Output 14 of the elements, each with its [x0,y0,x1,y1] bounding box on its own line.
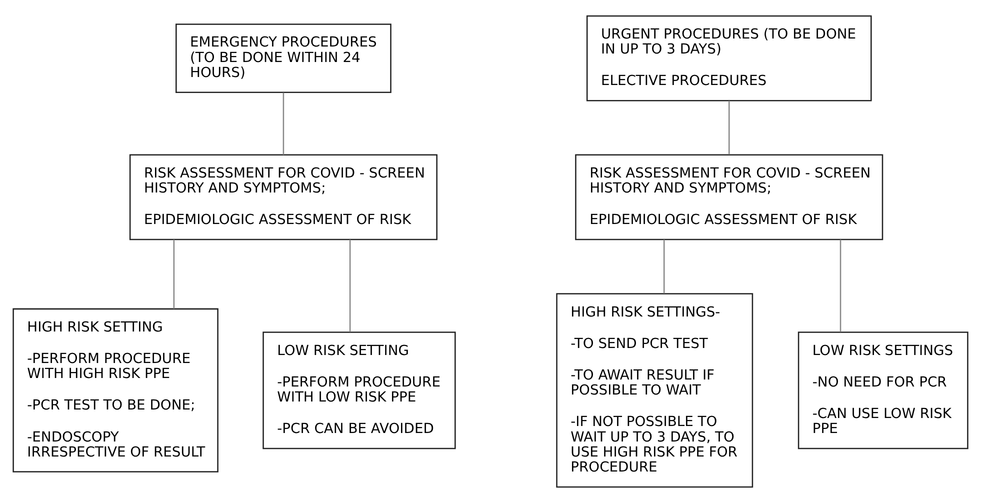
connector [663,239,665,293]
connector [840,239,842,332]
connector [728,100,730,154]
node-box: HIGH RISK SETTING -PERFORM PROCEDURE WITH HIGH RISK PPE -PCR TEST TO BE DONE; -ENDOSCOPY IRRESPECTIVE OF RESULT [12,308,218,472]
node-box: URGENT PROCEDURES (TO BE DONE IN UP TO 3 DAYS) ELECTIVE PROCEDURES [586,14,872,101]
connector [282,92,284,154]
node-box: LOW RISK SETTINGS -NO NEED FOR PCR -CAN USE LOW RISK PPE [798,331,968,449]
connector [349,239,351,332]
connector [173,239,175,308]
node-box: EMERGENCY PROCEDURES (TO BE DONE WITHIN 24 HOURS) [176,23,392,93]
node-box: RISK ASSESSMENT FOR COVID - SCREEN HISTORY AND SYMPTOMS; EPIDEMIOLOGIC ASSESSMENT OF RISK [129,154,438,240]
node-box: RISK ASSESSMENT FOR COVID - SCREEN HISTORY AND SYMPTOMS; EPIDEMIOLOGIC ASSESSMENT OF RISK [575,154,884,240]
node-box: HIGH RISK SETTINGS- -TO SEND PCR TEST -TO AWAIT RESULT IF POSSIBLE TO WAIT -IF NOT POSSIBLE TO WAIT UP TO 3 DAYS, TO USE HIGH RISK PPE FOR PROCEDURE [556,292,754,488]
node-box: LOW RISK SETTING -PERFORM PROCEDURE WITH LOW RISK PPE -PCR CAN BE AVOIDED [262,331,456,449]
